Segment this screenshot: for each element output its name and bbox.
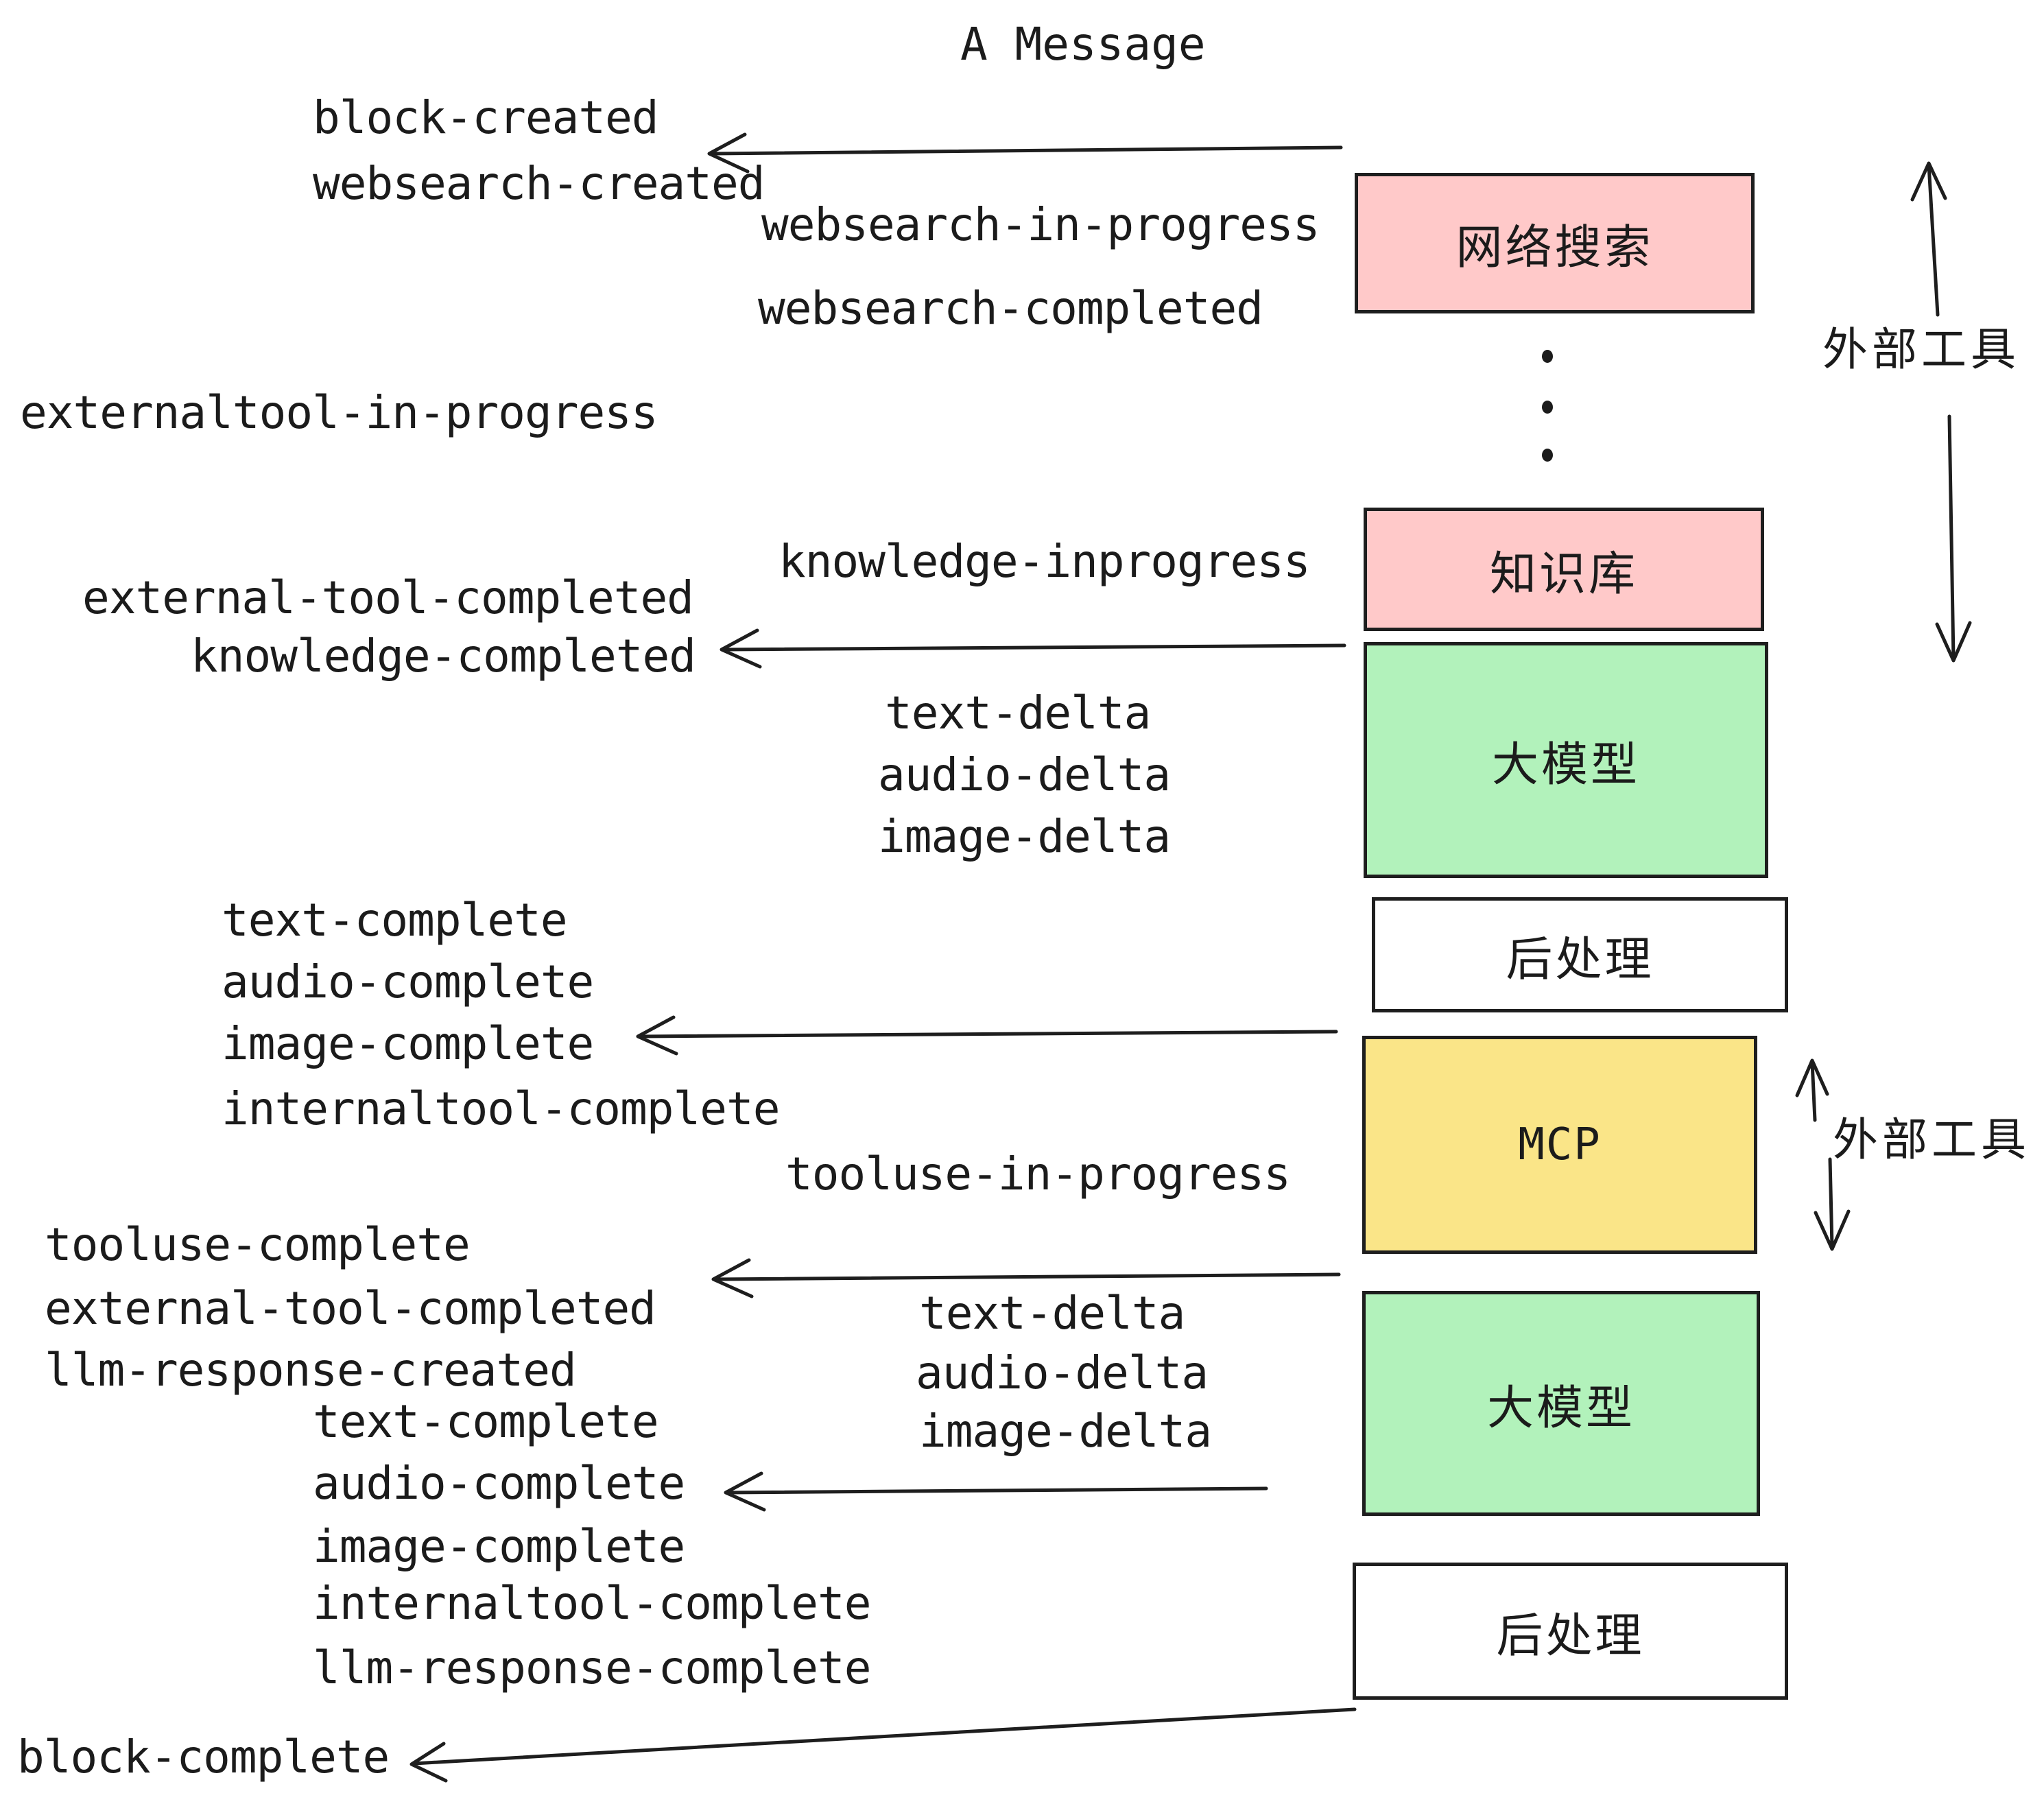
event-externaltool-in-progress: externaltool-in-progress <box>20 386 658 439</box>
event-text-complete-1: text-complete <box>222 894 568 947</box>
event-internaltool-complete-1: internaltool-complete <box>222 1082 780 1135</box>
node-llm-2-label: 大模型 <box>1486 1381 1635 1436</box>
event-audio-complete-2: audio-complete <box>313 1457 685 1510</box>
side-label-external-tools-1: 外部工具 <box>1822 323 2020 376</box>
event-external-tool-completed-2: external-tool-completed <box>45 1282 656 1335</box>
event-text-delta-1: text-delta <box>885 687 1151 739</box>
node-llm-2: 大模型 <box>1362 1291 1760 1516</box>
arrow-external-tools-down-1 <box>1935 414 1972 663</box>
event-websearch-created: websearch-created <box>313 157 765 210</box>
event-image-complete-2: image-complete <box>313 1520 685 1573</box>
event-llm-response-complete: llm-response-complete <box>313 1641 871 1694</box>
event-text-delta-2: text-delta <box>919 1287 1185 1340</box>
node-mcp: MCP <box>1362 1036 1757 1254</box>
event-block-created: block-created <box>313 91 659 144</box>
event-image-delta-2: image-delta <box>919 1405 1212 1458</box>
node-postprocess-2: 后处理 <box>1353 1563 1788 1700</box>
event-tooluse-in-progress: tooluse-in-progress <box>785 1148 1291 1200</box>
arrow-audio-complete <box>724 1471 1268 1512</box>
event-external-tool-completed: external-tool-completed <box>82 571 694 624</box>
event-image-complete-1: image-complete <box>222 1017 594 1070</box>
diagram-title: A Message <box>960 18 1206 71</box>
node-llm-1-label: 大模型 <box>1491 737 1640 792</box>
node-llm-1: 大模型 <box>1364 642 1768 878</box>
arrow-block-complete <box>409 1707 1357 1783</box>
node-mcp-label: MCP <box>1518 1119 1602 1170</box>
arrow-websearch-created <box>707 132 1343 174</box>
side-label-external-tools-2: 外部工具 <box>1833 1113 2030 1166</box>
event-websearch-in-progress: websearch-in-progress <box>761 198 1320 251</box>
event-audio-complete-1: audio-complete <box>222 956 594 1008</box>
arrow-external-tools-up-2 <box>1795 1058 1829 1122</box>
node-postprocess-1-label: 后处理 <box>1506 932 1654 987</box>
node-postprocess-1: 后处理 <box>1372 897 1788 1012</box>
arrow-external-tools-down-2 <box>1814 1157 1851 1251</box>
event-internaltool-complete-2: internaltool-complete <box>313 1577 871 1630</box>
node-knowledge-label: 知识库 <box>1489 547 1638 602</box>
event-audio-delta-2: audio-delta <box>916 1346 1209 1399</box>
event-knowledge-completed: knowledge-completed <box>191 630 696 683</box>
arrow-knowledge-completed <box>720 628 1346 669</box>
ellipsis-dot-3 <box>1542 449 1553 462</box>
arrow-external-tools-up-1 <box>1910 161 1947 317</box>
event-audio-delta-1: audio-delta <box>878 748 1171 801</box>
arrow-tooluse-complete <box>711 1258 1341 1298</box>
node-websearch: 网络搜索 <box>1355 173 1755 313</box>
node-websearch-label: 网络搜索 <box>1455 221 1654 275</box>
node-knowledge: 知识库 <box>1364 508 1764 631</box>
event-text-complete-2: text-complete <box>313 1395 659 1448</box>
node-postprocess-2-label: 后处理 <box>1496 1609 1645 1663</box>
event-websearch-completed: websearch-completed <box>758 282 1263 335</box>
event-block-complete: block-complete <box>17 1731 390 1783</box>
ellipsis-dot-2 <box>1542 401 1553 414</box>
event-knowledge-inprogress: knowledge-inprogress <box>779 535 1311 588</box>
event-llm-response-created: llm-response-created <box>45 1344 577 1397</box>
event-image-delta-1: image-delta <box>878 810 1171 863</box>
arrow-image-complete <box>636 1015 1338 1056</box>
ellipsis-dot-1 <box>1542 350 1553 363</box>
event-tooluse-complete: tooluse-complete <box>45 1218 471 1271</box>
